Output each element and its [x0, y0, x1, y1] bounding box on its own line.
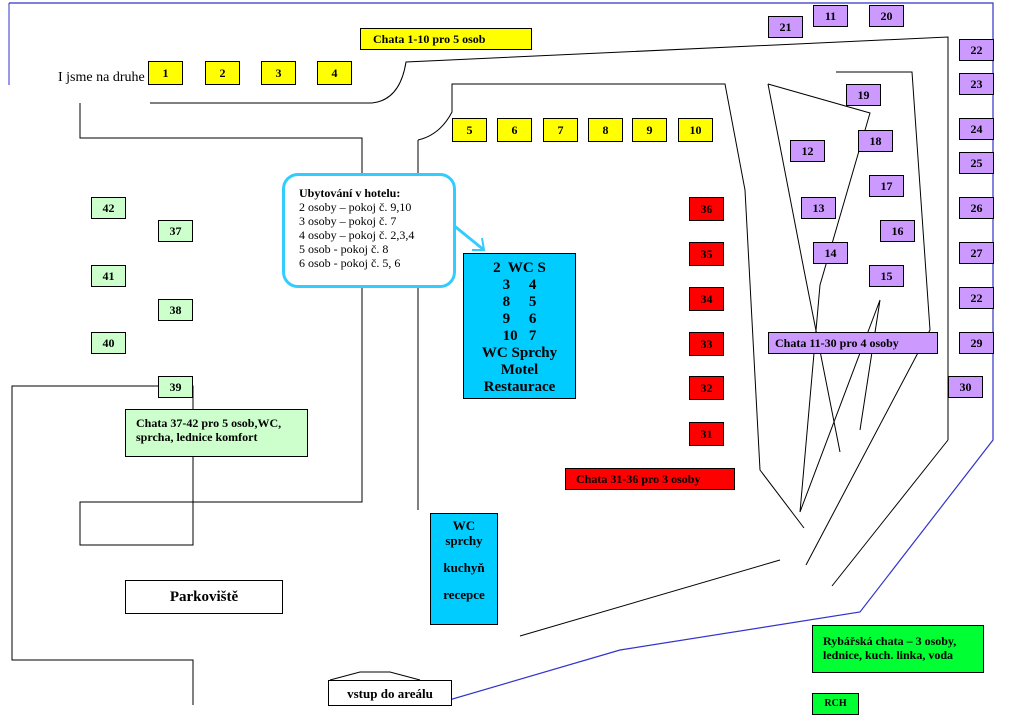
- cabin-32[interactable]: 32: [689, 376, 724, 400]
- road-top-upper: [150, 36, 949, 440]
- cabin-22b[interactable]: 22: [959, 287, 994, 309]
- hotel-row-1: 2 WC S: [493, 260, 546, 276]
- cabin-23[interactable]: 23: [959, 73, 994, 95]
- cabin-20[interactable]: 20: [869, 5, 904, 27]
- cabin-5[interactable]: 5: [452, 118, 487, 142]
- hotel-row-5: 10 7: [502, 328, 537, 344]
- cabin-10[interactable]: 10: [678, 118, 713, 142]
- cabin-26[interactable]: 26: [959, 197, 994, 219]
- cabin-15[interactable]: 15: [869, 265, 904, 287]
- label-rybarska-chata: Rybářská chata – 3 osoby, lednice, kuch.…: [812, 625, 984, 673]
- road-inner: [417, 83, 805, 529]
- label-rybarska-line2: lednice, kuch. linka, voda: [823, 648, 954, 662]
- cabin-4[interactable]: 4: [317, 61, 352, 85]
- cabin-33[interactable]: 33: [689, 332, 724, 356]
- entrance-arrow: [329, 671, 421, 681]
- road-bottom-diag: [519, 559, 781, 637]
- label-chata-31-36: Chata 31-36 pro 3 osoby: [565, 468, 735, 490]
- cabin-34[interactable]: 34: [689, 287, 724, 311]
- label-chata-1-10: Chata 1-10 pro 5 osob: [360, 28, 532, 50]
- callout-line-3: 4 osoby – pokoj č. 2,3,4: [299, 228, 415, 242]
- cabin-18[interactable]: 18: [858, 130, 893, 152]
- cabin-40[interactable]: 40: [91, 332, 126, 354]
- lane-2: [767, 83, 841, 453]
- label-chata-37-42-line1: Chata 37-42 pro 5 osob,WC,: [136, 416, 282, 430]
- cabin-17[interactable]: 17: [869, 175, 904, 197]
- hotel-footer-1: WC Sprchy: [481, 345, 558, 361]
- label-druhe: I jsme na druhe: [58, 70, 145, 85]
- hotel-row-2: 3 4: [502, 277, 537, 293]
- cabin-16[interactable]: 16: [880, 220, 915, 242]
- hotel-footer-3: Restaurace: [483, 379, 556, 395]
- cabin-19[interactable]: 19: [846, 84, 881, 106]
- callout-title: Ubytování v hotelu:: [299, 186, 401, 200]
- cabin-38[interactable]: 38: [158, 299, 193, 321]
- cabin-2[interactable]: 2: [205, 61, 240, 85]
- cabin-39[interactable]: 39: [158, 376, 193, 398]
- reception-block[interactable]: WC sprchy kuchyň recepce: [430, 513, 498, 625]
- cabin-14[interactable]: 14: [813, 242, 848, 264]
- cabin-rch[interactable]: RCH: [812, 693, 859, 715]
- entrance-label[interactable]: vstup do areálu: [328, 680, 452, 706]
- cabin-21[interactable]: 21: [768, 16, 803, 38]
- callout-line-2: 3 osoby – pokoj č. 7: [299, 214, 397, 228]
- cabin-25[interactable]: 25: [959, 152, 994, 174]
- cabin-29[interactable]: 29: [959, 332, 994, 354]
- road-top: [11, 103, 363, 705]
- lane-1: [767, 83, 881, 513]
- cabin-22a[interactable]: 22: [959, 39, 994, 61]
- callout-line-1: 2 osoby – pokoj č. 9,10: [299, 200, 412, 214]
- reception-line-sprchy: sprchy: [445, 533, 483, 548]
- cabin-30[interactable]: 30: [948, 376, 983, 398]
- cabin-1[interactable]: 1: [148, 61, 183, 85]
- reception-line-wc: WC: [452, 518, 476, 533]
- callout-arrowhead: [472, 237, 486, 251]
- reception-line-recepce: recepce: [443, 587, 485, 602]
- cabin-36[interactable]: 36: [689, 197, 724, 221]
- cabin-7[interactable]: 7: [543, 118, 578, 142]
- hotel-footer-2: Motel: [500, 362, 539, 378]
- hotel-row-4: 9 6: [502, 311, 537, 327]
- cabin-42[interactable]: 42: [91, 197, 126, 219]
- cabin-6[interactable]: 6: [497, 118, 532, 142]
- cabin-31[interactable]: 31: [689, 422, 724, 446]
- cabin-37[interactable]: 37: [158, 220, 193, 242]
- label-chata-37-42-line2: sprcha, lednice komfort: [136, 430, 258, 444]
- cabin-24[interactable]: 24: [959, 118, 994, 140]
- hotel-accommodation-callout: Ubytování v hotelu: 2 osoby – pokoj č. 9…: [282, 173, 456, 288]
- label-chata-37-42: Chata 37-42 pro 5 osob,WC, sprcha, ledni…: [125, 409, 308, 457]
- cabin-12[interactable]: 12: [790, 140, 825, 162]
- parking-area[interactable]: Parkoviště: [125, 580, 283, 614]
- cabin-35[interactable]: 35: [689, 242, 724, 266]
- lane-3: [805, 71, 931, 566]
- lane-4: [831, 439, 949, 587]
- hotel-block[interactable]: 2 WC S 3 4 8 5 9 6 10 7 WC Sprchy Motel …: [463, 253, 576, 399]
- cabin-13[interactable]: 13: [801, 197, 836, 219]
- label-chata-11-30: Chata 11-30 pro 4 osoby: [768, 332, 938, 354]
- callout-line-5: 6 osob - pokoj č. 5, 6: [299, 256, 401, 270]
- label-rybarska-line1: Rybářská chata – 3 osoby,: [823, 634, 957, 648]
- hotel-row-3: 8 5: [502, 294, 537, 310]
- cabin-9[interactable]: 9: [632, 118, 667, 142]
- reception-line-kuchyn: kuchyň: [443, 560, 485, 575]
- cabin-11[interactable]: 11: [813, 5, 848, 27]
- callout-line-4: 5 osob - pokoj č. 8: [299, 242, 389, 256]
- cabin-27[interactable]: 27: [959, 242, 994, 264]
- cabin-41[interactable]: 41: [91, 265, 126, 287]
- cabin-8[interactable]: 8: [588, 118, 623, 142]
- cabin-3[interactable]: 3: [261, 61, 296, 85]
